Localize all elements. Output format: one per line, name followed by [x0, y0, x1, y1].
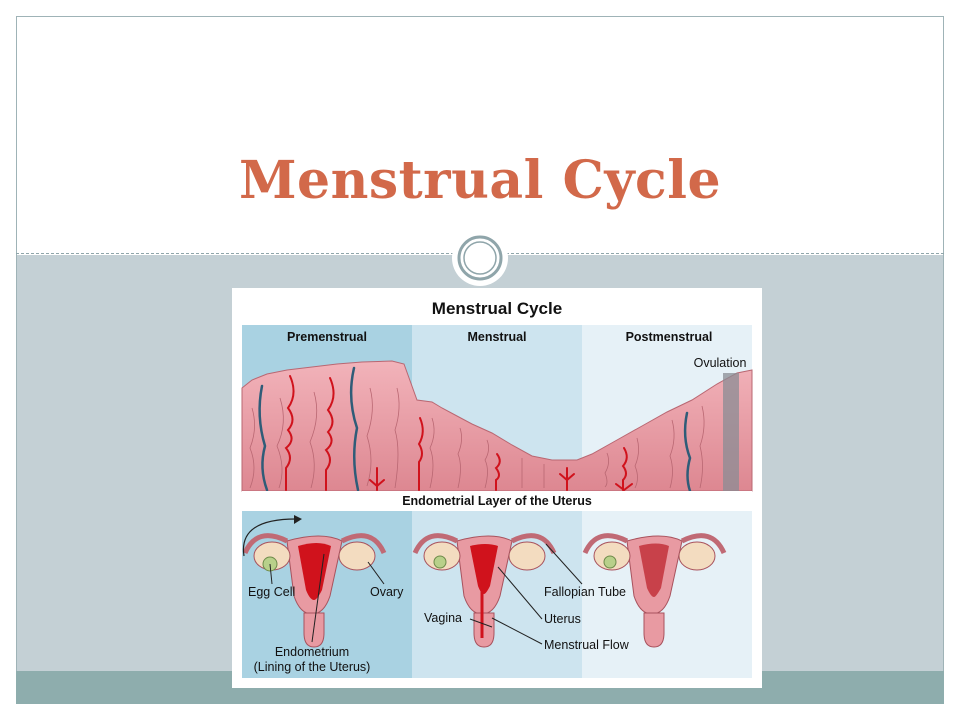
- label-menstrual-flow: Menstrual Flow: [544, 638, 630, 652]
- endometrial-glands: [249, 387, 705, 489]
- uterus-diagram-menstrual: [412, 533, 557, 648]
- uterus-diagram-postmenstrual: [582, 533, 727, 648]
- phase-label-premenstrual: Premenstrual: [287, 330, 367, 344]
- slide-header-area: [16, 16, 944, 255]
- label-vagina: Vagina: [424, 611, 462, 625]
- label-ovary: Ovary: [370, 585, 404, 599]
- blood-vessels-red: [284, 375, 633, 492]
- leader-lines: [269, 543, 583, 645]
- layer-caption-band: [242, 491, 752, 511]
- ovulation-marker: [723, 373, 739, 498]
- blood-vessels-blue: [258, 366, 692, 493]
- uterus-diagram-premenstrual: [242, 515, 387, 648]
- ovulation-label: Ovulation: [694, 356, 747, 370]
- layer-caption: Endometrial Layer of the Uterus: [402, 494, 592, 508]
- divider-ring-icon: [452, 230, 508, 286]
- label-egg-cell: Egg Cell: [248, 585, 295, 599]
- menstrual-cycle-figure: Menstrual Cycle Premenstrual Menstrual P…: [232, 288, 762, 688]
- slide-title: Menstrual Cycle: [238, 150, 722, 211]
- label-endometrium-note: (Lining of the Uterus): [254, 660, 371, 674]
- phase-label-postmenstrual: Postmenstrual: [626, 330, 713, 344]
- label-endometrium: Endometrium: [275, 645, 349, 659]
- label-fallopian-tube: Fallopian Tube: [544, 585, 626, 599]
- figure-title: Menstrual Cycle: [432, 299, 562, 318]
- phase-label-menstrual: Menstrual: [467, 330, 526, 344]
- endometrium-tissue: [241, 360, 753, 492]
- label-uterus: Uterus: [544, 612, 581, 626]
